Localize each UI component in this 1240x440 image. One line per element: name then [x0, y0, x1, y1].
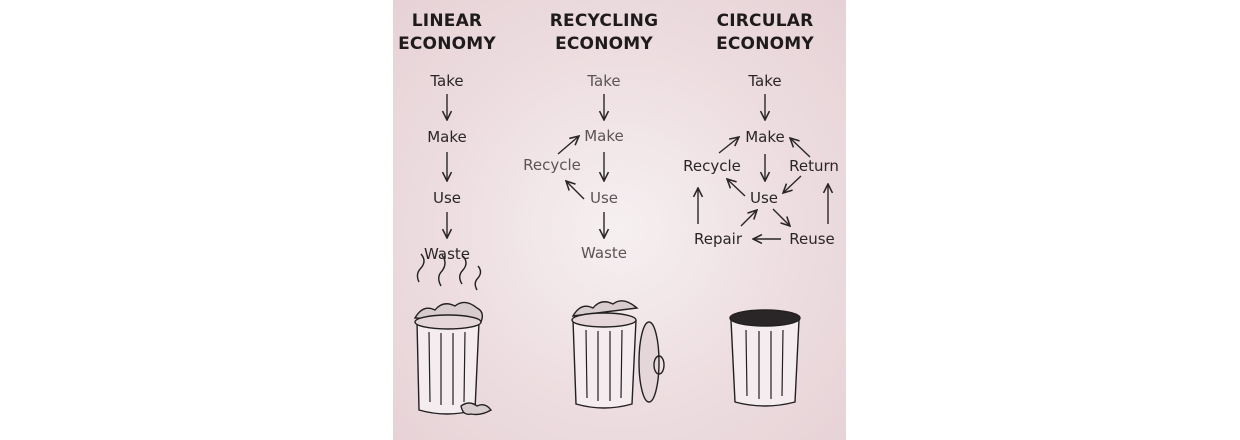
recycling-step-make: Make: [584, 127, 624, 145]
empty-trash-bin-icon: [729, 309, 801, 407]
circular-step-make: Make: [745, 128, 785, 146]
recycling-step-waste: Waste: [581, 244, 627, 262]
circular-arrow-repair-use: [740, 210, 757, 227]
circular-step-take: Take: [748, 72, 782, 90]
circular-step-return: Return: [789, 157, 839, 175]
circular-step-reuse: Reuse: [789, 230, 835, 248]
recycling-arrow-use-recycle: [566, 181, 585, 200]
economy-comparison-poster: LINEAR ECONOMY Take Make Use Waste RECYC…: [393, 0, 846, 440]
overflowing-trash-bin-icon: [413, 253, 493, 416]
recycling-step-use: Use: [589, 189, 619, 207]
trash-bin-illustrations: [413, 253, 801, 416]
linear-step-waste: Waste: [424, 245, 470, 263]
circular-step-repair: Repair: [693, 230, 743, 248]
trash-bin-with-open-lid-icon: [571, 300, 665, 409]
circular-arrow-use-recycle: [727, 179, 746, 197]
recycling-step-take: Take: [587, 72, 621, 90]
circular-economy-title: CIRCULAR ECONOMY: [716, 11, 814, 54]
circular-arrow-use-reuse: [772, 208, 790, 226]
circular-step-use: Use: [749, 189, 779, 207]
linear-economy-title: LINEAR ECONOMY: [398, 11, 496, 54]
linear-step-take: Take: [430, 72, 464, 90]
circular-arrow-return-use: [783, 175, 802, 193]
circular-arrow-return-make: [790, 138, 811, 158]
circular-step-recycle: Recycle: [683, 157, 741, 175]
linear-step-make: Make: [427, 128, 467, 146]
linear-step-use: Use: [432, 189, 462, 207]
circular-arrow-recycle-make: [718, 137, 739, 154]
recycling-arrow-recycle-make: [557, 136, 579, 155]
flow-arrows: [393, 94, 846, 440]
recycling-step-recycle: Recycle: [523, 156, 581, 174]
recycling-economy-title: RECYCLING ECONOMY: [549, 11, 659, 54]
